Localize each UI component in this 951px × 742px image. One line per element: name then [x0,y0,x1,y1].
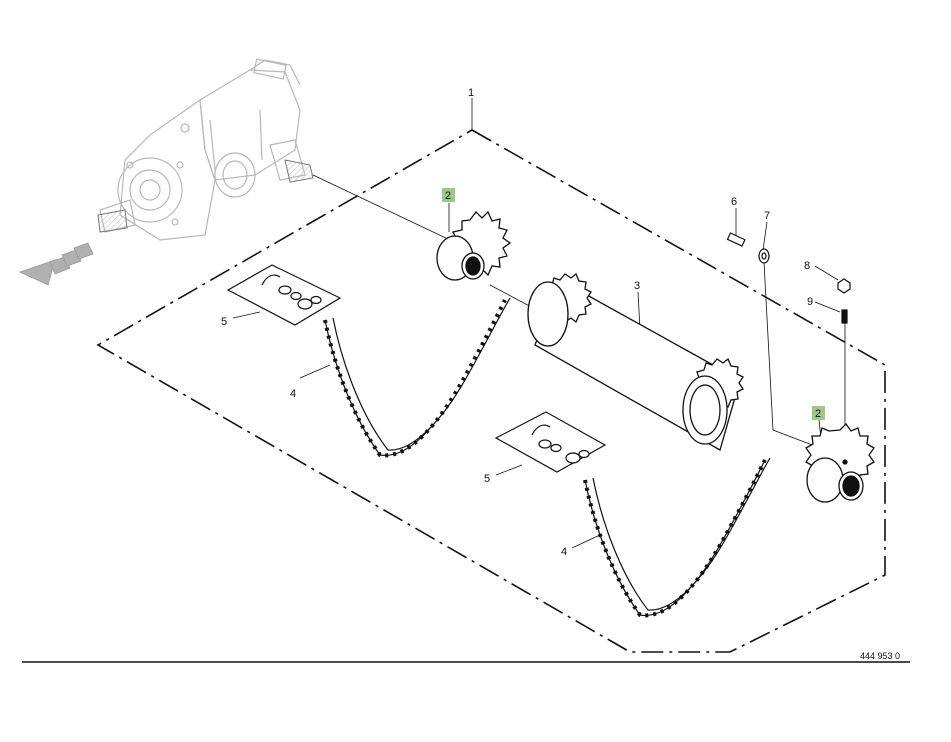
washer-7 [758,248,770,264]
label-5b: 5 [484,473,490,485]
sprocket-lower [805,422,875,503]
label-8: 8 [804,260,810,272]
connecting-link-card-upper [226,264,342,326]
label-3: 3 [634,280,640,292]
part-labels: 1 2 2 3 4 4 5 5 6 7 8 9 [221,87,825,558]
label-1: 1 [468,87,474,99]
label-7: 7 [764,210,770,222]
shaft-tube [527,272,744,451]
document-number: 444 953 0 [860,651,900,661]
label-2b: 2 [815,408,821,420]
label-2a: 2 [445,190,451,202]
direction-arrow-icon [18,242,94,286]
connecting-link-card-lower [494,411,607,473]
nut-8 [837,278,851,294]
gearbox-housing [99,58,306,241]
bolt-6 [726,232,746,247]
roller-chain-lower [583,457,771,618]
label-5a: 5 [221,316,227,328]
roller-chain-upper [323,297,511,458]
assembly-boundary [96,129,886,653]
label-6: 6 [731,196,737,208]
label-9: 9 [807,296,813,308]
sprocket-upper [436,210,512,281]
label-4a: 4 [290,388,296,400]
spline-shaft [97,159,314,233]
label-2b-highlight [812,406,825,420]
setscrew-9 [841,309,848,324]
label-4b: 4 [561,546,567,558]
label-2a-highlight [442,188,455,202]
